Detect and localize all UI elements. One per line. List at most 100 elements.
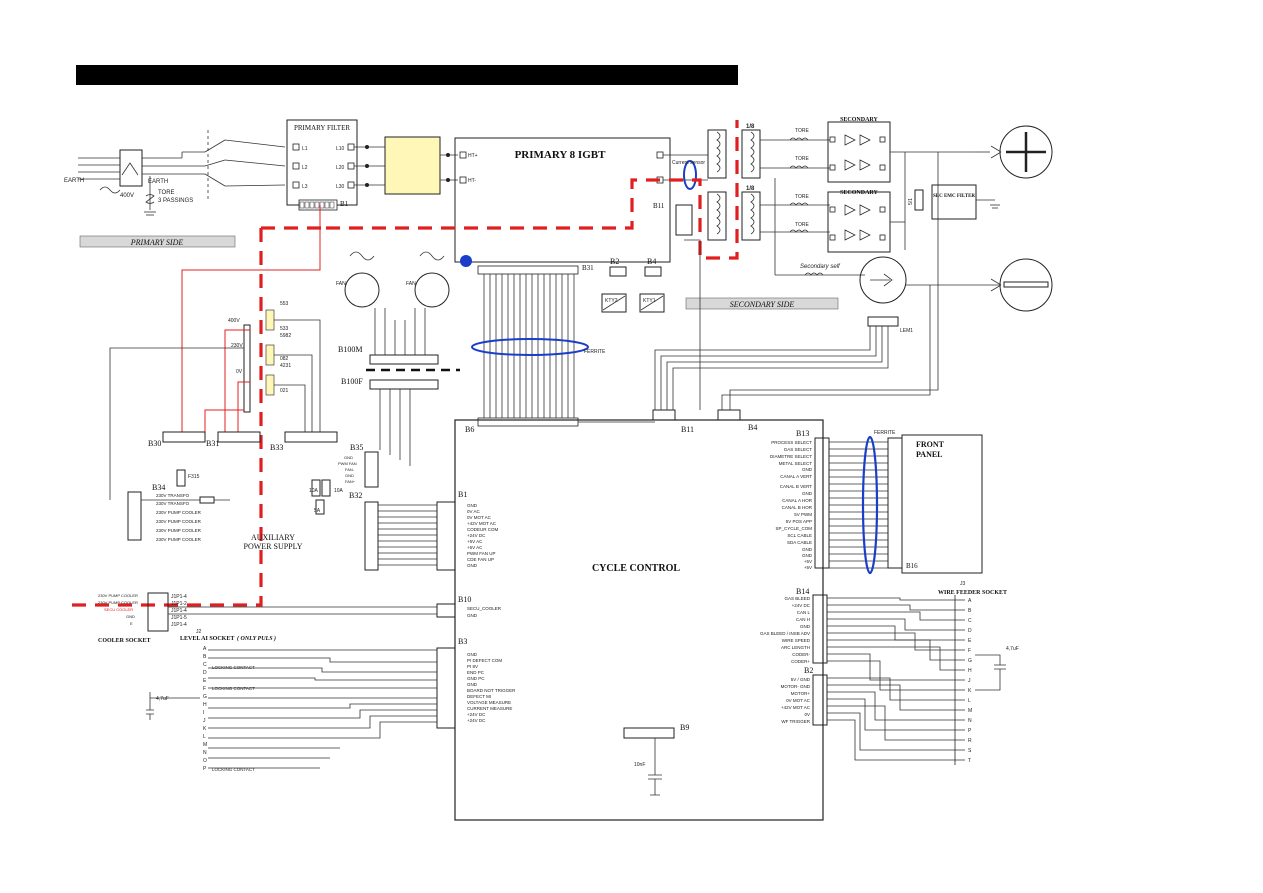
b2-pin-1: MOTOR- GND — [781, 684, 811, 689]
b34-label: B34 — [152, 483, 165, 492]
b31-top-label: B31 — [582, 264, 594, 272]
secondary-rectifier-1: SECONDARY — [827, 117, 891, 183]
svg-text:F: F — [968, 648, 971, 654]
svg-text:5/1: 5/1 — [908, 198, 914, 205]
aux-out-3: 082 — [280, 356, 289, 362]
svg-text:E: E — [968, 638, 972, 644]
ferrite-label: FERRITE — [584, 349, 606, 355]
aux-out-2: 5982 — [280, 333, 291, 339]
cycle-control-block — [454, 419, 824, 821]
toroid-4: TORE — [795, 222, 809, 228]
svg-text:L30: L30 — [336, 184, 345, 190]
b34-pin-0: 230V TRANSFO — [156, 493, 190, 498]
lem-sensor — [859, 256, 907, 304]
svg-text:G: G — [203, 694, 207, 700]
b31-label: B31 — [206, 439, 219, 448]
svg-text:J1P1-4: J1P1-4 — [171, 622, 187, 628]
ferrite-ring-2 — [861, 435, 879, 575]
b3-pin-11: +24V DC — [467, 718, 486, 723]
cap-wf: 4,7uF — [1006, 646, 1019, 652]
svg-text:L20: L20 — [336, 165, 345, 171]
igbt-bottom-connector: B31 — [477, 264, 594, 275]
isolation-boundary — [261, 120, 739, 260]
svg-text:M: M — [968, 708, 972, 714]
primary-igbt-title: PRIMARY 8 IGBT — [515, 149, 607, 161]
b13-pin-16: GND — [802, 547, 813, 552]
b14-pin-7: ARC LENGTH — [781, 645, 810, 650]
b1-pin-3: +42V MOT AC — [467, 521, 497, 526]
wire-feeder-socket-label: WIRE FEEDER SOCKET — [938, 590, 1007, 596]
svg-text:B: B — [203, 654, 207, 660]
svg-text:H: H — [203, 702, 207, 708]
svg-text:J1P1-4: J1P1-4 — [171, 608, 187, 614]
fuse-b: 10A — [334, 488, 344, 494]
b3-pin-2: PI 8V — [467, 664, 478, 669]
b34-pin-5: 230V PUMP COOLER — [156, 537, 202, 542]
secondary-1-title: SECONDARY — [840, 117, 878, 123]
b3-pin-3: END PC — [467, 670, 485, 675]
b11-top-connector — [675, 204, 693, 236]
front-panel-title: FRONT — [916, 440, 945, 449]
secondary-self-label: Secondary self — [800, 264, 841, 270]
b13-pin-5: CANAL A VERT — [780, 474, 812, 479]
passings-label: 3 PASSINGS — [158, 198, 193, 204]
b2-pin-5: 0V — [804, 712, 810, 717]
b2-pin-3: 0V MOT AC — [786, 698, 811, 703]
b100m-label: B100M — [338, 345, 362, 354]
svg-text:K: K — [968, 688, 972, 694]
j3-label: J3 — [960, 581, 966, 587]
svg-text:G: G — [968, 658, 972, 664]
svg-text:HT-: HT- — [468, 178, 476, 184]
svg-text:J1P1-2: J1P1-2 — [171, 601, 187, 607]
b1-pin-9: CDE FAN UP — [467, 557, 494, 562]
j2-pins: AB CD EF GH IJ KL MN OP — [203, 646, 207, 772]
b16-label: B16 — [906, 562, 918, 570]
b13-pin-13: SP_CYCLE_COM — [775, 526, 812, 531]
b3-pin-10: +24V DC — [467, 712, 486, 717]
b4-label: B4 — [748, 423, 757, 432]
b10-label: B10 — [458, 595, 471, 604]
b13-pin-17: GND — [802, 553, 813, 558]
cooler-socket[interactable] — [147, 592, 169, 632]
b13-pin-7: CANAL B VERT — [780, 484, 813, 489]
v0-label: 0V — [236, 369, 243, 375]
b1-connector — [436, 501, 456, 571]
svg-text:F: F — [203, 686, 206, 692]
svg-text:C: C — [968, 618, 972, 624]
b11-label: B11 — [681, 425, 694, 434]
fans: FAN FAN — [336, 251, 450, 308]
b14-label: B14 — [796, 587, 809, 596]
b32-label: B32 — [349, 491, 362, 500]
b13-pin-12: 5V POS APP — [786, 519, 812, 524]
svg-text:E: E — [203, 678, 207, 684]
b14-pin-1: +24V DC — [792, 603, 811, 608]
svg-text:J: J — [203, 718, 206, 724]
j3-pins: AB CD EF GH JK LM NP RS T — [968, 598, 972, 764]
b6-label: B6 — [465, 425, 474, 434]
b34-pin-1: 230V TRANSFO — [156, 501, 190, 506]
b13-pin-11: 5V PWM — [794, 512, 812, 517]
b14-pin-2: CAN L — [797, 610, 811, 615]
kty1-label: KTY1 — [643, 298, 656, 304]
auxiliary-power: 400V 230V 0V 553 533 5982 082 4231 021 A… — [228, 301, 303, 551]
ferrite-label-2: FERRITE — [874, 430, 896, 436]
svg-text:GND: GND — [345, 473, 354, 478]
svg-text:N: N — [968, 718, 972, 724]
svg-text:B: B — [968, 608, 972, 614]
toroid-1: TORE — [795, 128, 809, 134]
b1-label: B1 — [458, 490, 467, 499]
svg-text:A: A — [203, 646, 207, 652]
b3-pin-0: GND — [467, 652, 478, 657]
b1-top-label: B1 — [340, 200, 349, 208]
svg-text:J1P1-4: J1P1-4 — [171, 594, 187, 600]
earth-label-2: EARTH — [148, 179, 168, 185]
b3-pin-4: GND PC — [467, 676, 485, 681]
b14-pin-9: CODER+ — [791, 659, 810, 664]
primary-side-label: PRIMARY SIDE — [130, 238, 184, 247]
fuse-c: 5A — [314, 508, 321, 514]
b13-pin-10: CANAL B HOR — [782, 505, 813, 510]
svg-text:J1P1-5: J1P1-5 — [171, 615, 187, 621]
fan-label-2: FAN — [406, 281, 416, 287]
svg-text:P: P — [203, 766, 207, 772]
b34-pin-2: 230V PUMP COOLER — [156, 510, 202, 515]
